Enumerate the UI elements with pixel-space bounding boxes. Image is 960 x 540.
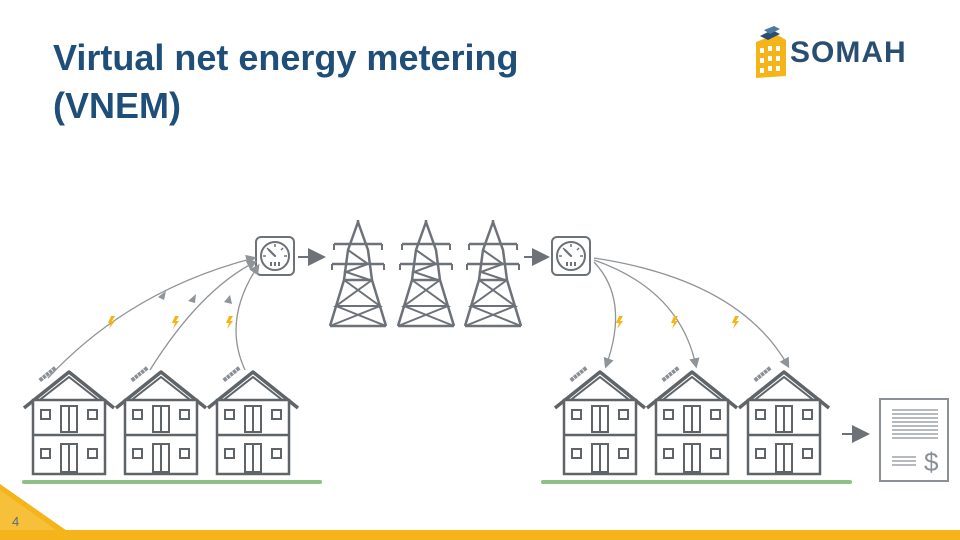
house-right-2 <box>645 364 739 476</box>
flow-arrow-right-3 <box>593 257 790 369</box>
flow-arrow-right-2 <box>593 259 700 369</box>
transmission-tower-1 <box>328 218 388 328</box>
flow-arrow-left-3 <box>235 263 260 371</box>
slide-title: Virtual net energy metering (VNEM) <box>53 34 693 130</box>
lightning-icon <box>732 316 739 329</box>
transmission-tower-2 <box>396 218 456 328</box>
slide-title-line-2: (VNEM) <box>53 85 181 126</box>
house-left-3 <box>206 364 300 476</box>
meter-generation <box>254 235 296 277</box>
lightning-icon <box>226 316 233 329</box>
somah-building-sun-icon <box>756 26 786 78</box>
flow-arrow-left-1 <box>47 254 257 379</box>
flow-arrow-left-2 <box>149 260 258 371</box>
lightning-icon <box>671 316 678 329</box>
page-number: 4 <box>12 514 20 529</box>
flow-arrow-right-1 <box>593 261 617 369</box>
corner-accent <box>0 484 80 540</box>
house-left-1 <box>22 364 116 476</box>
slide-title-line-1: Virtual net energy metering <box>53 37 519 78</box>
dollar-sign-icon: $ <box>924 447 939 477</box>
lightning-icon <box>108 316 115 329</box>
house-left-2 <box>114 364 208 476</box>
somah-logo: SOMAH <box>750 26 910 82</box>
lightning-icon <box>616 316 623 329</box>
bottom-accent-bar <box>0 530 960 540</box>
lightning-icon <box>172 316 179 329</box>
house-right-3 <box>737 364 831 476</box>
house-right-1 <box>553 364 647 476</box>
bill-document-icon: $ <box>879 398 949 482</box>
logo-text: SOMAH <box>790 36 907 69</box>
transmission-tower-3 <box>463 218 523 328</box>
meter-distribution <box>550 235 592 277</box>
